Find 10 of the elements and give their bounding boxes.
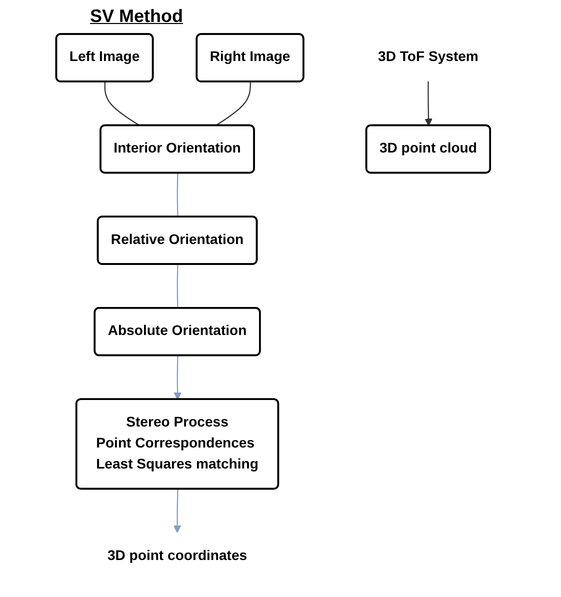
node-text: 3D point coordinates	[107, 548, 248, 564]
connector	[176, 264, 178, 308]
connector	[176, 173, 178, 218]
connector	[215, 82, 252, 126]
connector	[104, 82, 140, 126]
node-text: 3D ToF System	[378, 50, 478, 65]
column-heading: SV Method	[90, 6, 183, 26]
arrow	[173, 489, 182, 533]
arrow	[424, 81, 432, 126]
arrow	[174, 356, 182, 400]
